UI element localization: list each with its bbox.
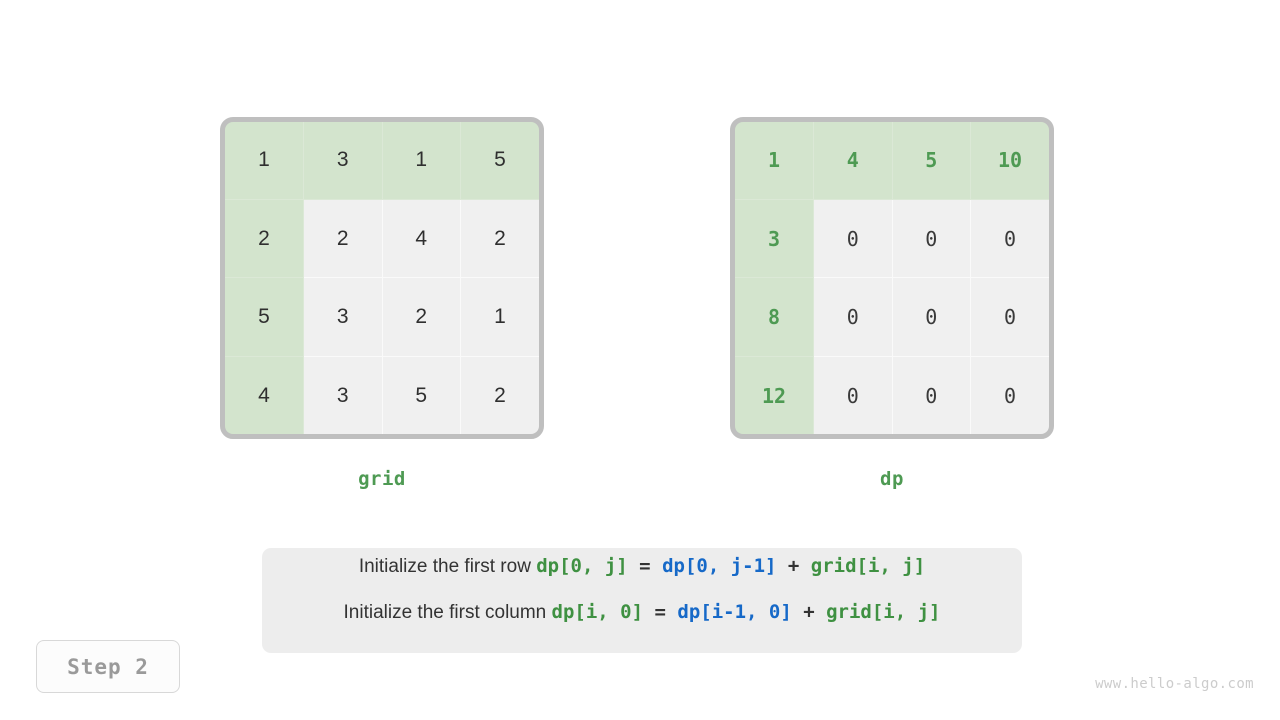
dp-cell-3-2: 0 xyxy=(892,356,971,434)
table-row: 12 0 0 0 xyxy=(735,356,1049,434)
grid-cell-0-3: 5 xyxy=(460,122,539,200)
formula-plus: + xyxy=(791,600,827,623)
formula-prose: Initialize the first row xyxy=(358,555,537,577)
dp-cell-3-0: 12 xyxy=(735,356,814,434)
formula-panel: Initialize the first row dp[0, j] = dp[0… xyxy=(262,548,1022,653)
table-row: 2 2 4 2 xyxy=(225,199,539,279)
formula-target: dp[i, 0] xyxy=(551,600,644,623)
grid-matrix: 1 3 1 5 2 2 4 2 5 3 2 1 4 3 5 2 xyxy=(220,117,544,439)
table-row: 3 0 0 0 xyxy=(735,199,1049,279)
grid-cell-1-0: 2 xyxy=(225,199,304,279)
dp-cell-2-1: 0 xyxy=(813,277,893,358)
formula-target: dp[0, j] xyxy=(536,554,628,577)
formula-plus: + xyxy=(776,554,811,577)
grid-cell-3-1: 3 xyxy=(303,356,383,434)
grid-cell-2-0: 5 xyxy=(225,277,304,358)
formula-equals: = xyxy=(643,600,678,623)
formula-addend: grid[i, j] xyxy=(826,600,941,623)
grid-matrix-table: 1 3 1 5 2 2 4 2 5 3 2 1 4 3 5 2 xyxy=(225,122,539,434)
grid-cell-2-3: 1 xyxy=(460,277,539,358)
dp-cell-2-3: 0 xyxy=(970,277,1049,358)
grid-cell-3-2: 5 xyxy=(382,356,461,434)
table-row: 1 3 1 5 xyxy=(225,122,539,200)
table-row: 1 4 5 10 xyxy=(735,122,1049,200)
dp-cell-3-1: 0 xyxy=(813,356,893,434)
grid-matrix-caption: grid xyxy=(358,468,406,490)
formula-prose: Initialize the first column xyxy=(343,601,552,623)
dp-cell-0-0: 1 xyxy=(735,122,814,200)
dp-cell-0-3: 10 xyxy=(970,122,1049,200)
dp-cell-0-2: 5 xyxy=(892,122,971,200)
formula-source: dp[0, j-1] xyxy=(662,554,777,577)
table-row: 5 3 2 1 xyxy=(225,277,539,358)
grid-cell-2-1: 3 xyxy=(303,277,383,358)
formula-line-first-row: Initialize the first row dp[0, j] = dp[0… xyxy=(359,555,925,601)
dp-matrix: 1 4 5 10 3 0 0 0 8 0 0 0 12 0 0 0 xyxy=(730,117,1054,439)
grid-cell-0-2: 1 xyxy=(382,122,461,200)
grid-cell-0-0: 1 xyxy=(225,122,304,200)
grid-cell-3-0: 4 xyxy=(225,356,304,434)
step-badge: Step 2 xyxy=(36,640,180,693)
formula-equals: = xyxy=(627,554,663,577)
dp-cell-2-0: 8 xyxy=(735,277,814,358)
dp-matrix-table: 1 4 5 10 3 0 0 0 8 0 0 0 12 0 0 0 xyxy=(735,122,1049,434)
grid-cell-1-3: 2 xyxy=(460,199,539,279)
formula-line-first-column: Initialize the first column dp[i, 0] = d… xyxy=(344,601,941,647)
table-row: 8 0 0 0 xyxy=(735,277,1049,358)
grid-cell-1-2: 4 xyxy=(382,199,461,279)
dp-cell-1-1: 0 xyxy=(813,199,893,279)
formula-addend: grid[i, j] xyxy=(810,554,926,577)
table-row: 4 3 5 2 xyxy=(225,356,539,434)
dp-cell-1-0: 3 xyxy=(735,199,814,279)
grid-cell-1-1: 2 xyxy=(303,199,383,279)
grid-cell-2-2: 2 xyxy=(382,277,461,358)
dp-cell-1-3: 0 xyxy=(970,199,1049,279)
watermark: www.hello-algo.com xyxy=(1095,676,1254,692)
dp-matrix-caption: dp xyxy=(880,468,904,490)
dp-cell-2-2: 0 xyxy=(892,277,971,358)
dp-cell-0-1: 4 xyxy=(813,122,893,200)
formula-source: dp[i-1, 0] xyxy=(677,600,792,623)
dp-cell-1-2: 0 xyxy=(892,199,971,279)
grid-cell-0-1: 3 xyxy=(303,122,383,200)
grid-cell-3-3: 2 xyxy=(460,356,539,434)
dp-cell-3-3: 0 xyxy=(970,356,1049,434)
